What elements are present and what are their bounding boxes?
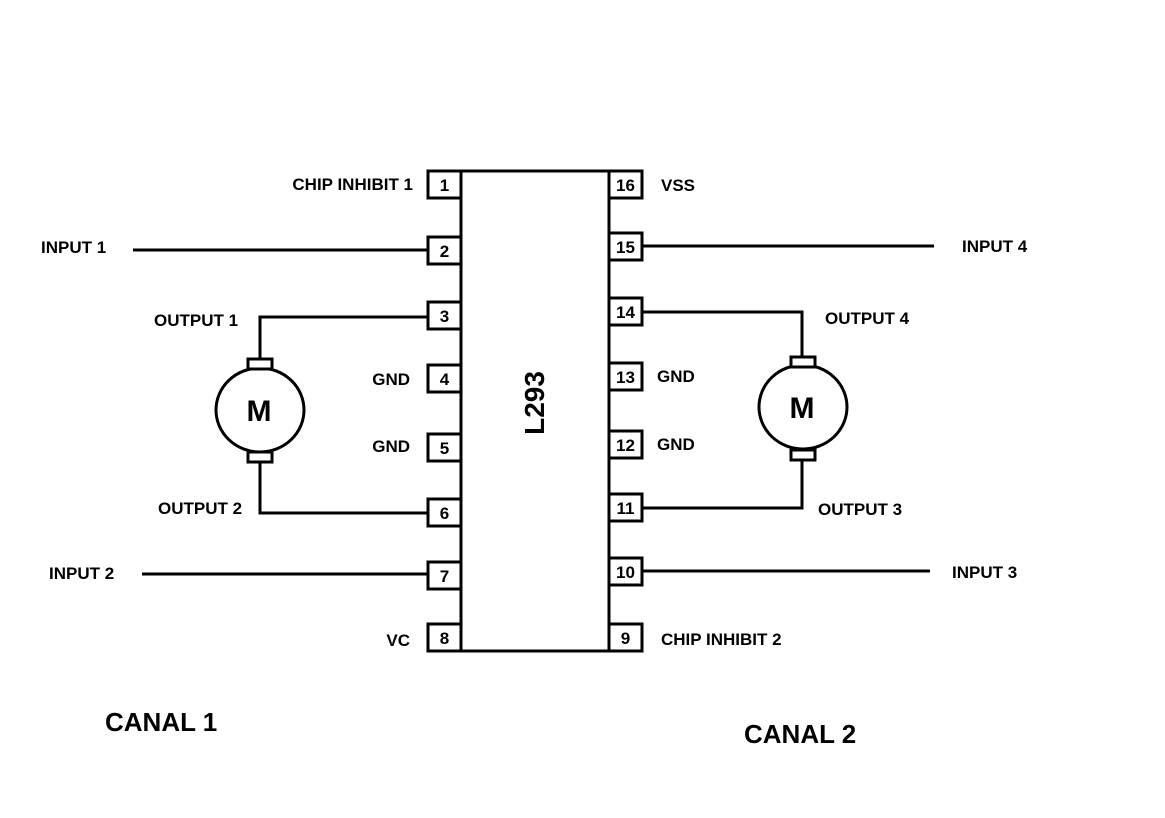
- pin-box-5: [426, 432, 463, 463]
- pin-box-4: [426, 363, 463, 394]
- label-gnd-5: GND: [372, 437, 410, 456]
- pin-box-2: [426, 235, 463, 266]
- pin-box-10: [607, 556, 644, 587]
- pin-number-2: 2: [440, 242, 449, 261]
- pin-number-1: 1: [440, 176, 449, 195]
- pin-box-15: [607, 231, 644, 262]
- label-canal-1: CANAL 1: [105, 707, 217, 737]
- pin-number-9: 9: [621, 629, 630, 648]
- pin-number-5: 5: [440, 439, 449, 458]
- pin-number-10: 10: [616, 563, 635, 582]
- pin-box-9: [607, 622, 644, 653]
- pin-box-12: [607, 429, 644, 460]
- label-gnd-12: GND: [657, 435, 695, 454]
- label-gnd-4: GND: [372, 370, 410, 389]
- label-input-3: INPUT 3: [952, 563, 1017, 582]
- pin-number-4: 4: [440, 370, 450, 389]
- motor-1-top-terminal: [246, 357, 274, 371]
- pin-box-11: [607, 492, 644, 523]
- label-input-1: INPUT 1: [41, 238, 106, 257]
- pin-box-16: [607, 169, 644, 200]
- pin-number-16: 16: [616, 176, 635, 195]
- wire-output-1: [258, 315, 428, 360]
- chip-name: L293: [519, 371, 550, 435]
- motor-1-bottom-terminal: [246, 450, 274, 464]
- label-vc: VC: [386, 631, 410, 650]
- label-output-4: OUTPUT 4: [825, 309, 910, 328]
- motor-2: M: [757, 355, 849, 462]
- label-chip-inhibit-2: CHIP INHIBIT 2: [661, 630, 782, 649]
- label-gnd-13: GND: [657, 367, 695, 386]
- motor-2-bottom-terminal: [789, 448, 817, 462]
- pin-number-3: 3: [440, 307, 449, 326]
- pin-box-1: [426, 169, 463, 200]
- pin-box-3: [426, 300, 463, 331]
- wire-output-2: [258, 460, 428, 515]
- wire-output-3: [642, 460, 804, 510]
- label-output-3: OUTPUT 3: [818, 500, 902, 519]
- pin-box-13: [607, 361, 644, 392]
- pin-number-13: 13: [616, 368, 635, 387]
- label-input-4: INPUT 4: [962, 237, 1028, 256]
- label-output-1: OUTPUT 1: [154, 311, 238, 330]
- pin-box-8: [426, 622, 463, 653]
- pin-number-11: 11: [617, 499, 635, 518]
- label-vss: VSS: [661, 176, 695, 195]
- label-input-2: INPUT 2: [49, 564, 114, 583]
- pin-number-15: 15: [616, 238, 635, 257]
- pin-number-12: 12: [616, 436, 635, 455]
- pin-box-6: [426, 497, 463, 528]
- pin-number-14: 14: [616, 303, 635, 322]
- pin-number-6: 6: [440, 504, 449, 523]
- motor-1: M: [214, 357, 306, 464]
- pin-box-14: [607, 296, 644, 327]
- motor-1-label: M: [247, 395, 272, 428]
- pin-number-7: 7: [440, 567, 449, 586]
- pin-box-7: [426, 560, 463, 591]
- label-output-2: OUTPUT 2: [158, 499, 242, 518]
- label-chip-inhibit-1: CHIP INHIBIT 1: [292, 175, 413, 194]
- wire-output-4: [642, 310, 804, 357]
- motor-2-label: M: [790, 392, 815, 425]
- motor-2-top-terminal: [789, 355, 817, 369]
- chip-body: [459, 169, 611, 653]
- pin-number-8: 8: [440, 629, 449, 648]
- label-canal-2: CANAL 2: [744, 719, 856, 749]
